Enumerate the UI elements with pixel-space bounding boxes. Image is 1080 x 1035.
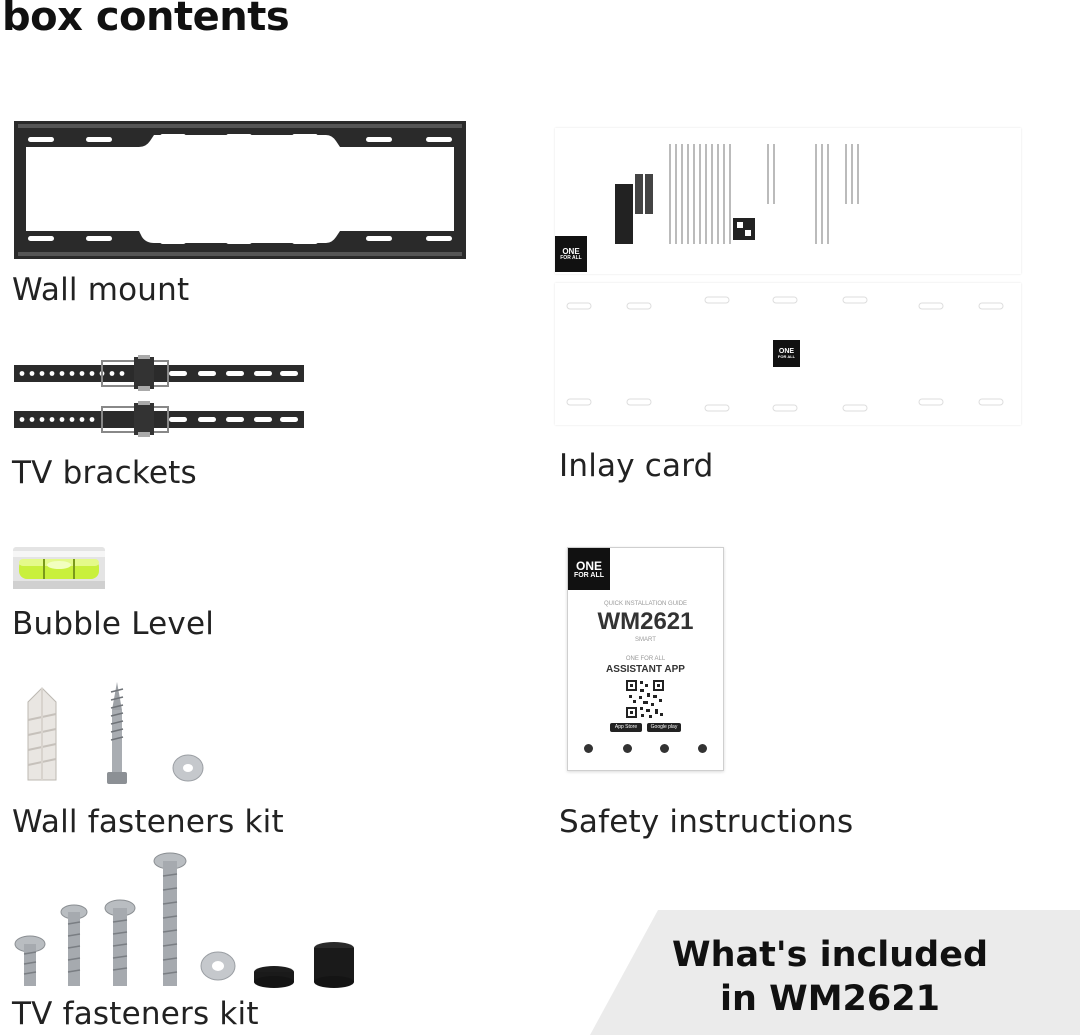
inlay-card-label: Inlay card xyxy=(559,448,714,484)
banner-text: What's included in WM2621 xyxy=(650,933,1010,1021)
bubble-level-label: Bubble Level xyxy=(12,606,215,642)
inlay-instructions-art xyxy=(615,144,859,244)
linkedin-icon xyxy=(660,744,669,753)
wall-mount-image xyxy=(14,121,466,259)
safety-instructions-label: Safety instructions xyxy=(559,804,854,840)
tv-brackets-image xyxy=(14,355,304,437)
banner-line-2: in WM2621 xyxy=(720,979,940,1019)
page-title: box contents xyxy=(2,0,290,40)
summary-banner xyxy=(590,910,1080,1035)
guide-model: WM2621 xyxy=(597,608,694,635)
inlay-template-holes xyxy=(566,296,1004,412)
wall-mount-label: Wall mount xyxy=(12,272,190,308)
instagram-icon xyxy=(623,744,632,753)
installation-guide-image: ONE FOR ALL QUICK INSTALLATION GUIDE WM2… xyxy=(567,547,724,771)
youtube-icon xyxy=(698,744,707,753)
inlay-card-top-panel: ONE FOR ALL xyxy=(555,128,1021,274)
guide-logo: ONE FOR ALL xyxy=(568,548,610,590)
inlay-logo: ONE FOR ALL xyxy=(555,236,587,272)
tv-fasteners-image xyxy=(14,852,354,988)
guide-app-brand: ONE FOR ALL xyxy=(625,656,666,662)
inlay-card-bottom-panel: ONE FOR ALL xyxy=(555,283,1021,425)
tv-fasteners-label: TV fasteners kit xyxy=(12,996,259,1032)
banner-line-1: What's included xyxy=(671,935,989,975)
inlay-template-logo: ONE FOR ALL xyxy=(773,340,800,367)
bubble-level-image xyxy=(13,547,105,589)
guide-subtitle: QUICK INSTALLATION GUIDE xyxy=(603,601,688,607)
wall-fasteners-image xyxy=(27,682,204,784)
guide-app-name: ASSISTANT APP xyxy=(606,664,685,675)
qr-code-icon xyxy=(625,679,665,719)
tv-brackets-label: TV brackets xyxy=(12,455,197,491)
facebook-icon xyxy=(584,744,593,753)
guide-variant: SMART xyxy=(635,637,656,643)
google-play-badge: Google play xyxy=(647,723,681,732)
app-store-badge: App Store xyxy=(610,723,642,732)
wall-fasteners-label: Wall fasteners kit xyxy=(12,804,284,840)
